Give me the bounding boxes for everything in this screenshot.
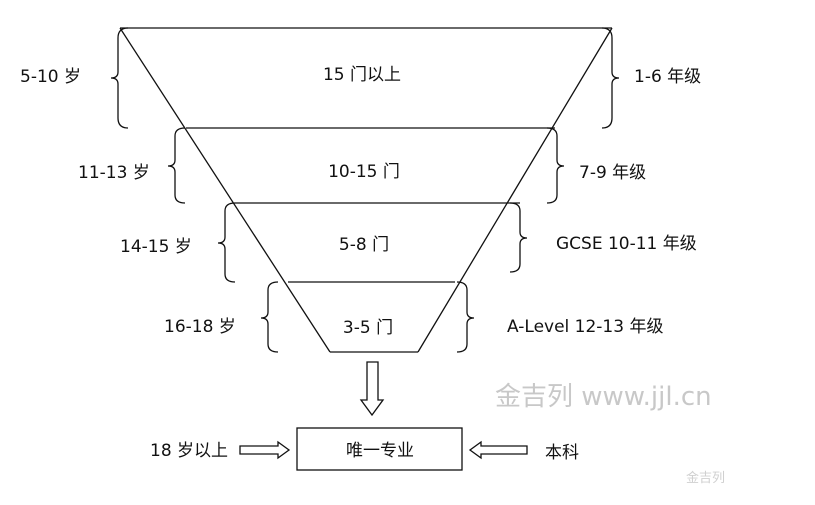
right-brace — [509, 202, 528, 273]
right-arrow-icon — [239, 440, 291, 460]
grade-label: 1-6 年级 — [634, 67, 701, 87]
left-brace — [260, 281, 279, 353]
result-box — [296, 427, 463, 471]
grade-label: GCSE 10-11 年级 — [556, 234, 697, 254]
funnel-left-edge — [119, 27, 331, 353]
subjects-label: 5-8 门 — [339, 235, 389, 255]
age-label: 16-18 岁 — [164, 317, 236, 337]
grade-label: A-Level 12-13 年级 — [507, 317, 663, 337]
age-over-18-label: 18 岁以上 — [150, 441, 228, 461]
left-brace — [167, 127, 186, 204]
result-box-label: 唯一专业 — [346, 441, 414, 461]
grade-label: 7-9 年级 — [579, 163, 646, 183]
subjects-label: 3-5 门 — [343, 318, 393, 338]
age-label: 11-13 岁 — [78, 163, 150, 183]
subjects-label: 15 门以上 — [323, 65, 401, 85]
right-brace — [601, 27, 620, 129]
left-brace — [217, 202, 236, 283]
left-brace — [110, 27, 129, 129]
age-label: 5-10 岁 — [20, 67, 81, 87]
subjects-label: 10-15 门 — [328, 162, 400, 182]
down-arrow-icon — [359, 361, 385, 417]
logo: 金吉列 — [686, 470, 725, 486]
watermark: 金吉列 www.jjl.cn — [495, 382, 712, 412]
age-label: 14-15 岁 — [120, 237, 192, 257]
funnel-right-edge — [417, 27, 613, 353]
right-brace — [456, 281, 475, 353]
right-brace — [546, 127, 565, 204]
undergraduate-label: 本科 — [545, 443, 579, 463]
left-arrow-icon — [468, 440, 528, 460]
